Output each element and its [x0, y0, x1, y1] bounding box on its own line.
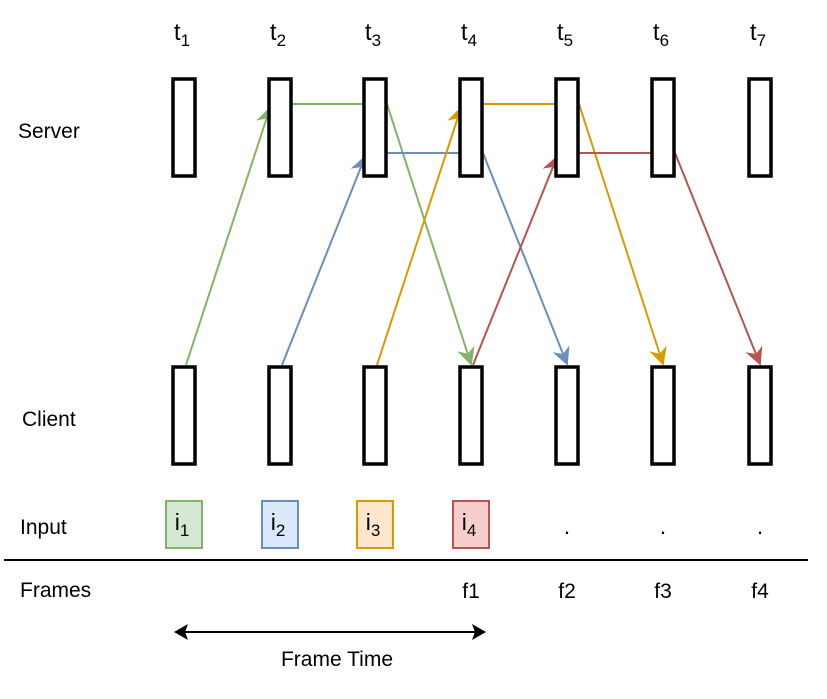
tick-label-t3: t3 [365, 19, 381, 50]
flow-2-uplink-arrow [281, 155, 368, 366]
tick-label-t6-base: t [653, 19, 660, 46]
client-slot-1 [171, 365, 197, 466]
tick-label-t2-base: t [270, 19, 277, 46]
input-box-i2 [261, 500, 299, 549]
input-label-i1: i1 [175, 509, 190, 540]
flow-1 [185, 95, 475, 366]
client-slot-7 [747, 365, 773, 466]
client-slot-3 [362, 365, 388, 466]
frame-label-f3: f3 [654, 580, 672, 603]
server-slot-5 [554, 77, 580, 178]
tick-label-t5-sub: 5 [564, 31, 573, 50]
input-box-i3 [356, 500, 394, 549]
frame-labels: f1 f2 f3 f4 [462, 580, 769, 603]
frame-time-indicator: Frame Time [174, 624, 486, 671]
frame-label-f4: f4 [751, 580, 769, 603]
flow-1-downlink-arrow [386, 103, 475, 366]
flow-3-uplink-arrow [376, 106, 465, 366]
frame-label-f2: f2 [558, 580, 576, 603]
tick-label-t6-sub: 6 [660, 31, 669, 50]
tick-label-t7: t7 [750, 19, 766, 50]
flow-4-uplink-arrow [472, 155, 560, 366]
client-slots [171, 365, 773, 466]
input-label-i2-sub: 2 [276, 521, 285, 540]
server-slot-1 [171, 77, 197, 178]
tick-label-t6: t6 [653, 19, 669, 50]
tick-label-t7-base: t [750, 19, 757, 46]
server-slots [171, 77, 773, 178]
tick-label-t5-base: t [557, 19, 564, 46]
input-box-i4 [452, 500, 490, 549]
tick-label-t4: t4 [461, 19, 477, 50]
input-label-i1-sub: 1 [180, 521, 189, 540]
tick-label-t2: t2 [270, 19, 286, 50]
client-slot-2 [267, 365, 293, 466]
input-label-i1-base: i [175, 509, 180, 535]
tick-label-t2-sub: 2 [277, 31, 286, 50]
tick-label-t1-sub: 1 [181, 31, 190, 50]
row-label-server: Server [18, 120, 80, 143]
frame-time-label: Frame Time [281, 648, 393, 671]
flow-1-uplink-arrow [185, 106, 274, 366]
frame-label-f1: f1 [462, 580, 480, 603]
client-slot-4 [458, 365, 484, 466]
flow-3 [376, 95, 667, 366]
row-label-client: Client [22, 408, 76, 431]
server-slot-7 [747, 77, 773, 178]
tick-label-t4-base: t [461, 19, 468, 46]
flow-3-downlink-arrow [578, 103, 667, 366]
frame-time-arrowhead-right [472, 624, 486, 640]
input-label-i2-base: i [271, 509, 276, 535]
input-label-i4: i4 [462, 509, 477, 540]
tick-label-t5: t5 [557, 19, 573, 50]
tick-label-t3-sub: 3 [372, 31, 381, 50]
input-label-i4-base: i [462, 509, 467, 535]
flow-4-downlink-arrow [674, 152, 763, 366]
row-label-frames: Frames [20, 579, 91, 602]
server-slot-6 [650, 77, 676, 178]
input-placeholder-1: . [564, 514, 570, 539]
flow-4 [472, 144, 763, 366]
input-label-i3: i3 [366, 509, 381, 540]
input-box-i1 [165, 500, 203, 549]
server-slot-2 [267, 77, 293, 178]
tick-label-t3-base: t [365, 19, 372, 46]
server-slot-4 [458, 77, 484, 178]
tick-label-t1-base: t [174, 19, 181, 46]
server-slot-3 [362, 77, 388, 178]
frame-time-arrowhead-left [174, 624, 188, 640]
flow-2-downlink-arrow [482, 152, 570, 366]
input-placeholder-3: . [757, 514, 763, 539]
input-label-i4-sub: 4 [467, 521, 476, 540]
input-label-i2: i2 [271, 509, 286, 540]
tick-label-t7-sub: 7 [757, 31, 766, 50]
input-label-i3-base: i [366, 509, 371, 535]
client-slot-6 [650, 365, 676, 466]
row-label-input: Input [20, 516, 67, 539]
flow-2 [281, 144, 570, 366]
tick-label-t1: t1 [174, 19, 190, 50]
client-slot-5 [554, 365, 580, 466]
tick-label-t4-sub: 4 [468, 31, 477, 50]
input-placeholder-2: . [660, 514, 666, 539]
input-label-i3-sub: 3 [371, 521, 380, 540]
